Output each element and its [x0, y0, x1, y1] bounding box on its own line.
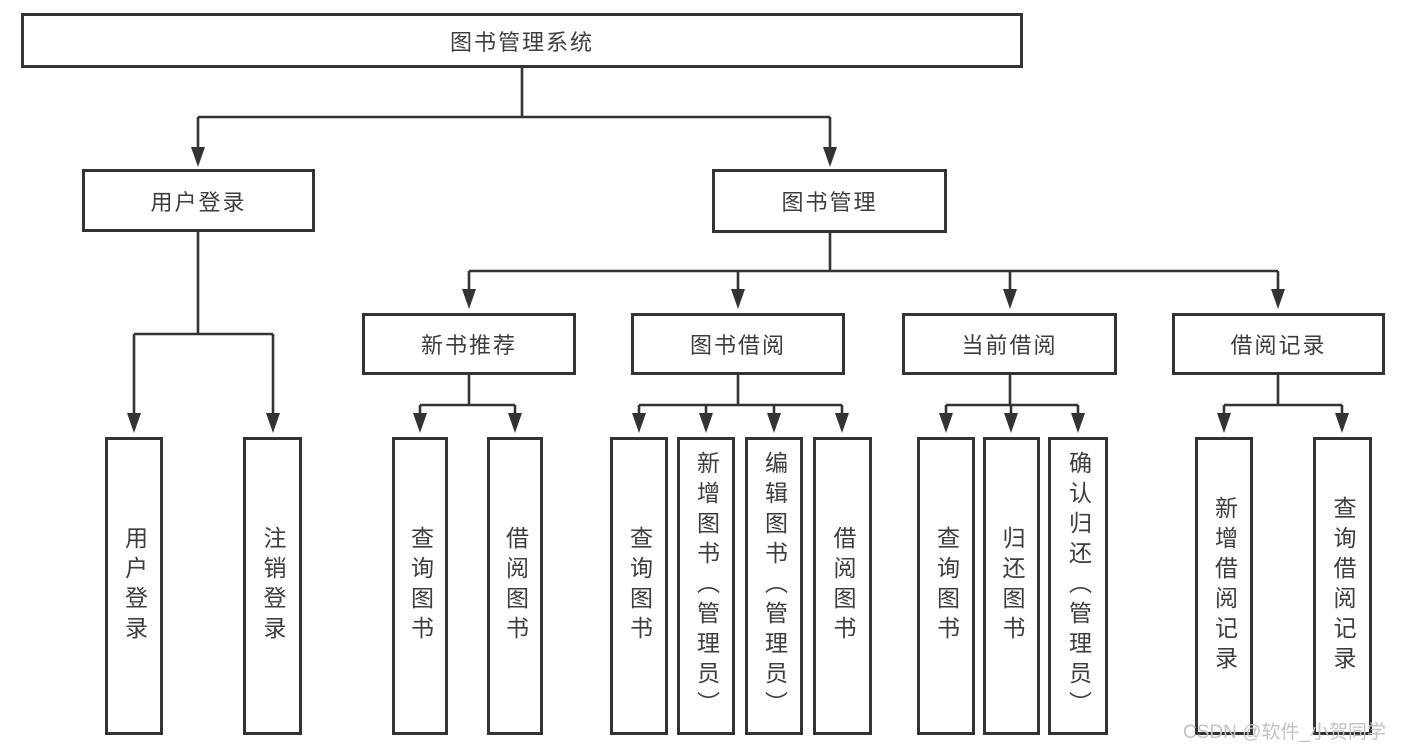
node-user-login: 用户登录 [82, 169, 315, 232]
leaf-edit-book-admin-label: 编辑图书（管理员） [761, 451, 788, 721]
node-book-management-label: 图书管理 [781, 190, 878, 215]
leaf-query-book-recommend: 查询图书 [392, 437, 448, 735]
leaf-borrow-book-recommend: 借阅图书 [487, 437, 543, 735]
leaf-return-book-label: 归还图书 [999, 526, 1025, 646]
leaf-logout: 注销登录 [243, 437, 302, 735]
csdn-watermark: CSDN @软件_小贺同学 [1183, 722, 1386, 743]
leaf-borrow-book-label: 借阅图书 [830, 526, 856, 646]
node-book-borrow-label: 图书借阅 [689, 333, 786, 358]
leaf-user-login: 用户登录 [105, 437, 163, 735]
node-current-borrow: 当前借阅 [902, 313, 1117, 375]
leaf-logout-label: 注销登录 [260, 526, 286, 646]
node-user-login-label: 用户登录 [150, 189, 247, 215]
leaf-return-book: 归还图书 [983, 437, 1040, 735]
leaf-query-book-current: 查询图书 [917, 437, 975, 735]
leaf-add-borrow-record-label: 新增借阅记录 [1211, 496, 1238, 676]
leaf-query-book-recommend-label: 查询图书 [407, 526, 434, 646]
leaf-add-borrow-record: 新增借阅记录 [1195, 437, 1253, 735]
node-book-borrow: 图书借阅 [631, 313, 845, 375]
leaf-user-login-label: 用户登录 [121, 526, 148, 646]
node-borrow-record: 借阅记录 [1172, 313, 1385, 375]
node-book-management: 图书管理 [712, 169, 947, 233]
leaf-query-book-current-label: 查询图书 [933, 526, 960, 646]
leaf-confirm-return-admin: 确认归还（管理员） [1048, 437, 1108, 735]
node-borrow-record-label: 借阅记录 [1230, 333, 1327, 358]
node-new-book-recommend: 新书推荐 [362, 313, 576, 375]
leaf-edit-book-admin: 编辑图书（管理员） [745, 437, 803, 735]
leaf-confirm-return-admin-label: 确认归还（管理员） [1065, 451, 1092, 721]
leaf-query-borrow-record-label: 查询借阅记录 [1330, 496, 1356, 676]
leaf-query-book-borrow: 查询图书 [610, 437, 668, 735]
node-root-system: 图书管理系统 [21, 13, 1023, 68]
leaf-borrow-book-recommend-label: 借阅图书 [502, 526, 529, 646]
leaf-query-book-borrow-label: 查询图书 [626, 526, 653, 646]
leaf-query-borrow-record: 查询借阅记录 [1313, 437, 1372, 735]
leaf-add-book-admin-label: 新增图书（管理员） [693, 451, 720, 721]
leaf-borrow-book: 借阅图书 [813, 437, 872, 735]
leaf-add-book-admin: 新增图书（管理员） [677, 437, 735, 735]
node-root-label: 图书管理系统 [449, 29, 594, 55]
node-new-book-recommend-label: 新书推荐 [420, 333, 517, 358]
node-current-borrow-label: 当前借阅 [961, 333, 1058, 358]
